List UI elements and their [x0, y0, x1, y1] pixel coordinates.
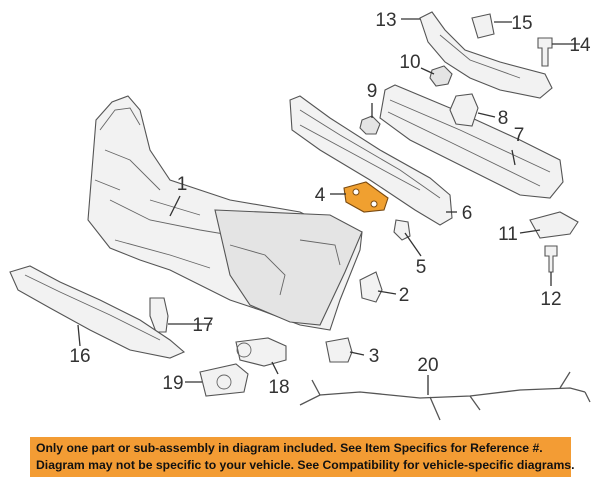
part-10-nut	[429, 65, 453, 87]
part-20-wiring-harness	[299, 371, 591, 421]
part-9-nut	[359, 115, 381, 135]
part-2-bracket	[359, 271, 383, 303]
callout-17: 17	[192, 315, 213, 336]
callout-4: 4	[315, 185, 326, 206]
part-12-bolt	[544, 245, 558, 273]
part-16-skid-shield	[9, 265, 186, 359]
part-1-bumper-cover	[87, 95, 363, 331]
part-3-bracket	[325, 337, 353, 363]
callout-18: 18	[268, 377, 289, 398]
callout-7: 7	[514, 125, 525, 146]
part-15-clip	[471, 13, 495, 39]
part-8-bracket	[449, 93, 479, 127]
callout-16: 16	[69, 346, 90, 367]
callout-labels: 1 2 3 4 5 6 7 8 9 10 11 12 13 14 15 16 1…	[69, 10, 591, 398]
callout-13: 13	[375, 10, 396, 31]
callout-11: 11	[498, 224, 518, 245]
callout-12: 12	[540, 289, 561, 310]
callout-5: 5	[416, 257, 427, 278]
callout-19: 19	[162, 373, 183, 394]
part-7-reinforcement-beam	[379, 84, 564, 199]
part-11-bracket	[529, 211, 579, 239]
part-19-sensor-holder	[199, 363, 249, 397]
callout-6: 6	[462, 203, 473, 224]
callout-1: 1	[177, 174, 188, 195]
callout-10: 10	[399, 52, 420, 73]
disclaimer-line-2: Diagram may not be specific to your vehi…	[36, 458, 575, 472]
part-18-sensor	[235, 337, 287, 367]
callout-20: 20	[417, 355, 438, 376]
callout-3: 3	[369, 346, 380, 367]
callout-2: 2	[399, 285, 410, 306]
part-17-bracket	[149, 297, 169, 333]
part-6-energy-absorber	[289, 95, 453, 226]
part-14-bolt	[537, 37, 553, 67]
callout-9: 9	[367, 81, 378, 102]
part-4-highlighted-bracket	[343, 181, 389, 213]
callout-14: 14	[569, 35, 591, 56]
parts-diagram: 1 2 3 4 5 6 7 8 9 10 11 12 13 14 15 16 1…	[9, 10, 591, 421]
disclaimer-banner: Only one part or sub-assembly in diagram…	[30, 437, 575, 477]
leader-lines	[77, 18, 580, 395]
disclaimer-line-1: Only one part or sub-assembly in diagram…	[36, 441, 543, 455]
part-13-bracket	[419, 11, 553, 99]
callout-15: 15	[511, 13, 532, 34]
callout-8: 8	[498, 108, 509, 129]
